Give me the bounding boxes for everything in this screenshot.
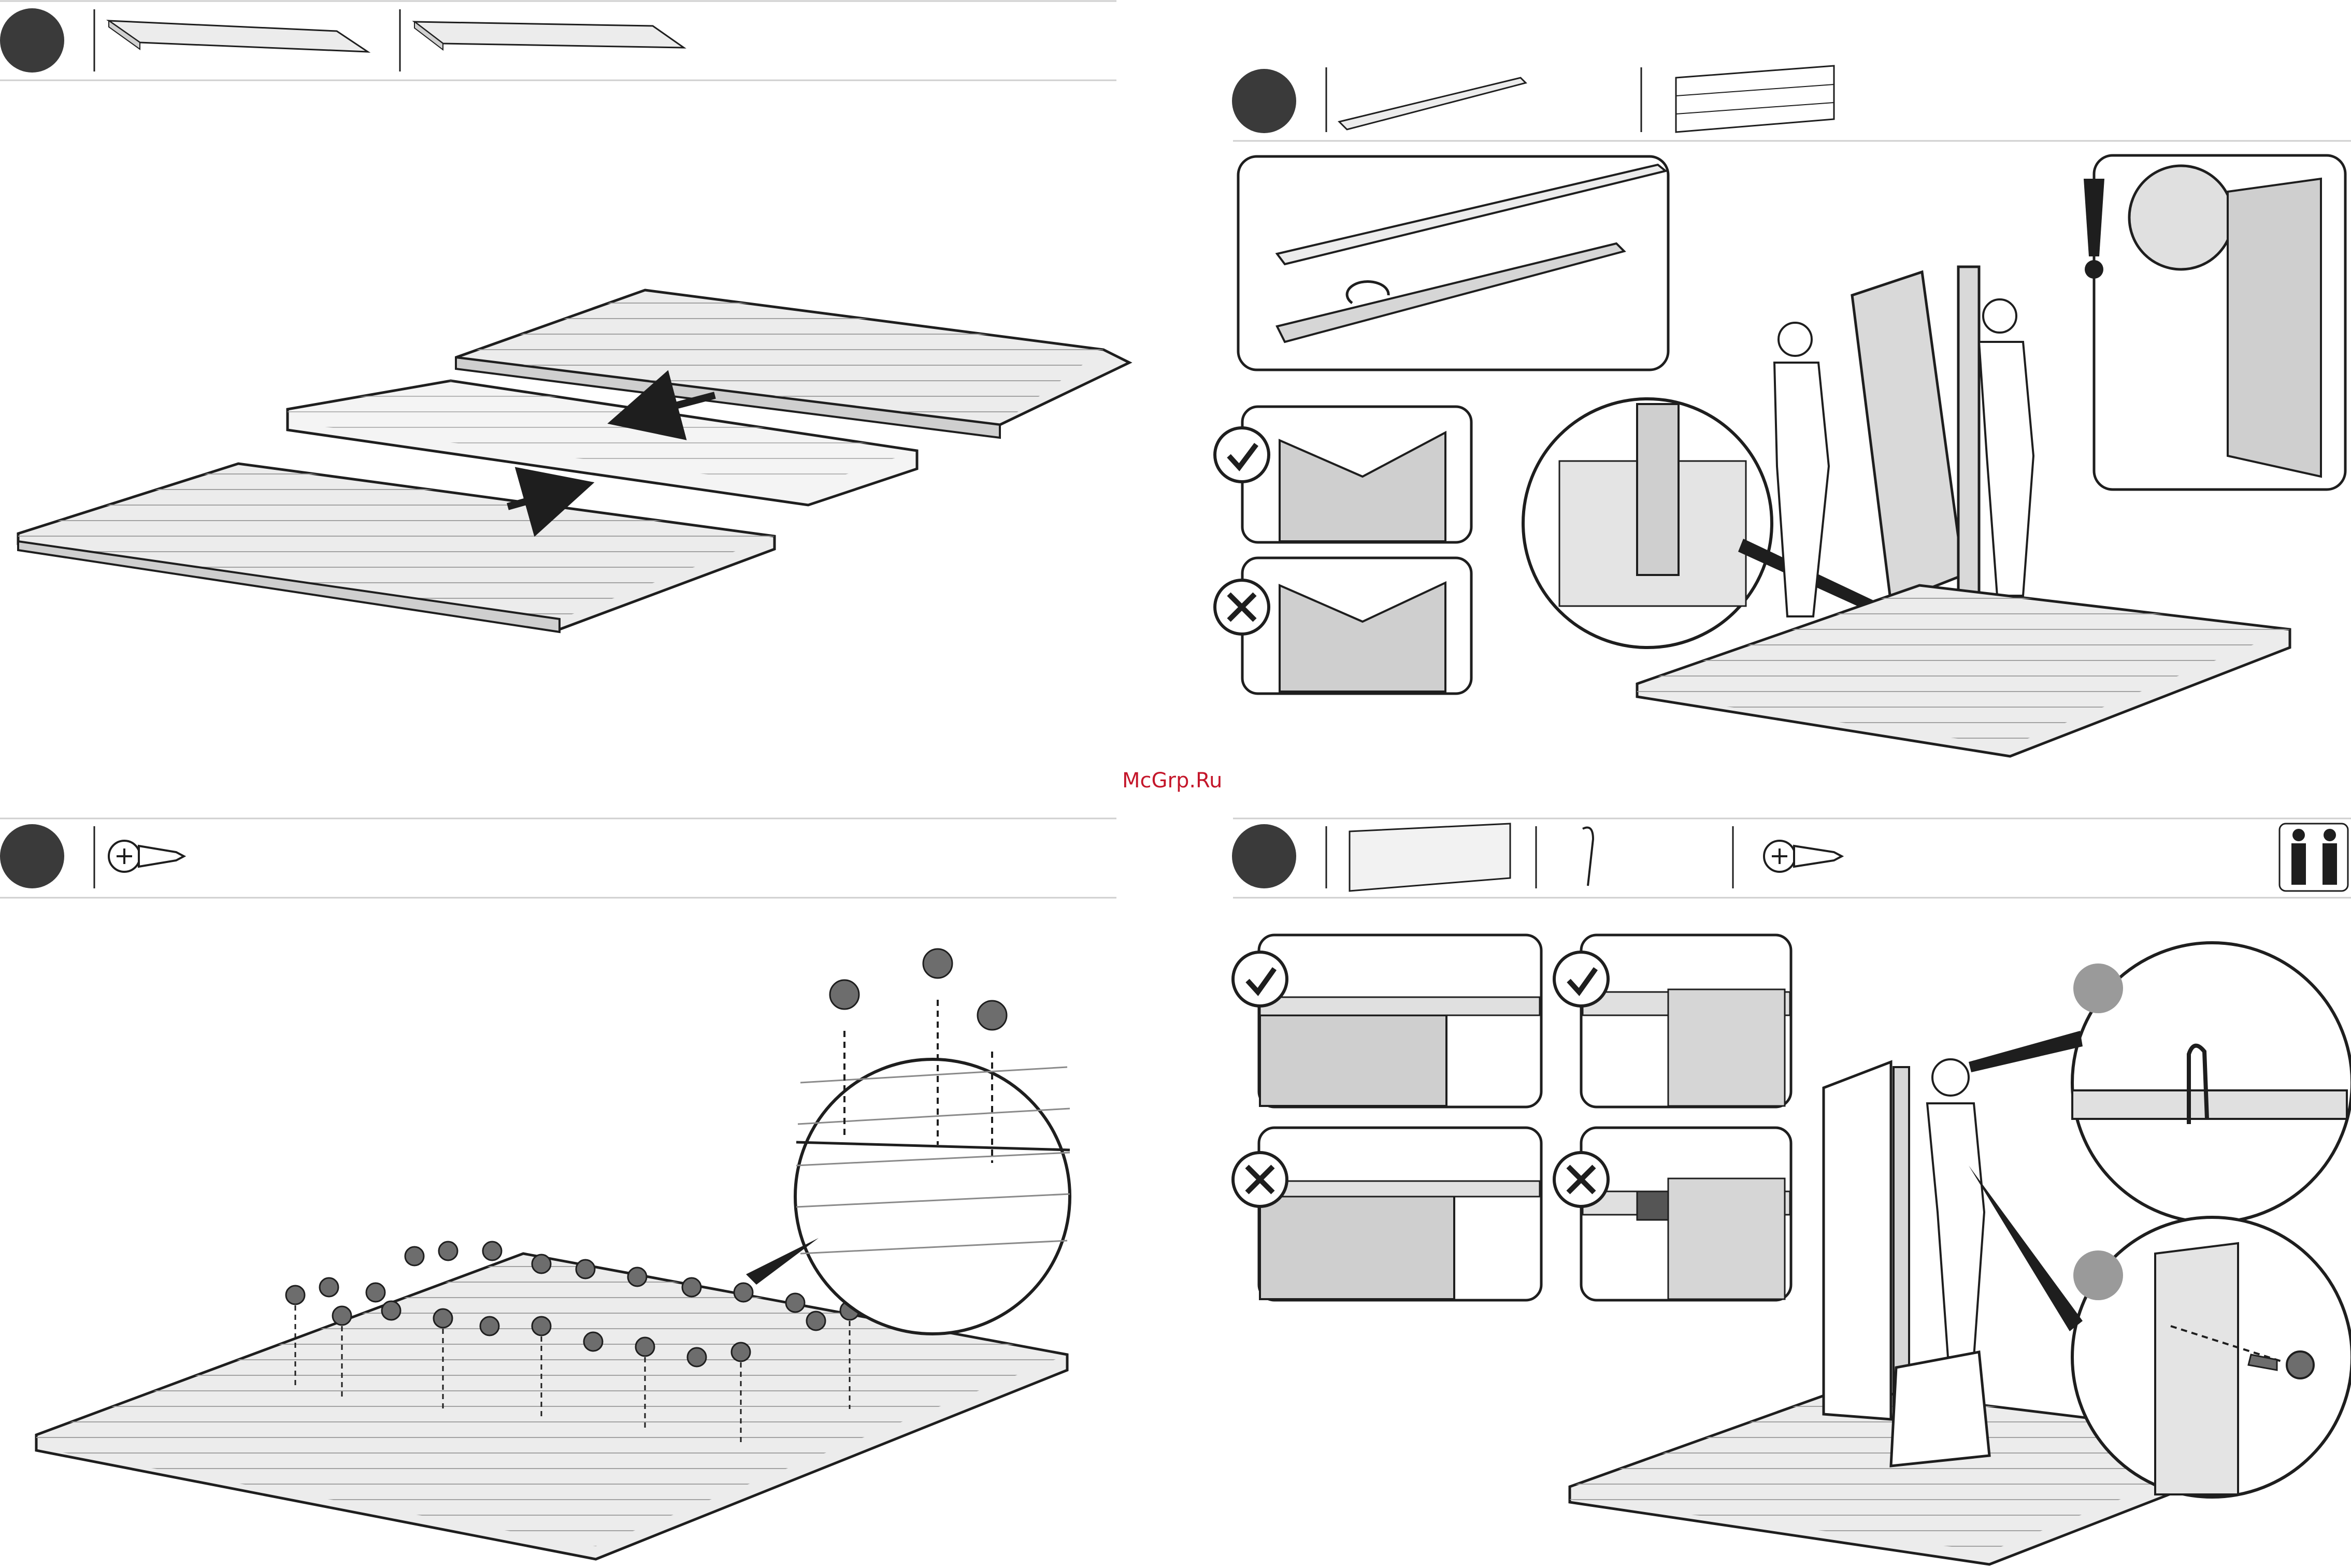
- floor-panel-right-icon: [414, 22, 684, 50]
- floor-panel-front: [18, 464, 775, 632]
- step-number-circle: [0, 8, 64, 73]
- zoom-screws: [830, 949, 1007, 1030]
- correct-check-icon: [1233, 952, 1287, 1006]
- watermark: McGrp.Ru: [1122, 769, 1222, 793]
- step-floor-screws: [0, 818, 1116, 1559]
- correct-check-icon: [1215, 428, 1269, 482]
- step-number-circle: [1232, 69, 1296, 133]
- step-first-wall: [1215, 66, 2351, 756]
- two-persons-icon: [2280, 824, 2348, 891]
- wall-panel-icon: [1676, 66, 1834, 132]
- two-persons-lifting-panel: [1774, 267, 2033, 616]
- screw-icon: [109, 841, 184, 872]
- step-number-circle: [1232, 824, 1296, 888]
- screw-icon: [1764, 841, 1842, 872]
- step-number-circle: [0, 824, 64, 888]
- callout-dot: [2073, 963, 2123, 1013]
- wall-panel-icon: [1350, 824, 1510, 891]
- callout-dot: [2073, 1250, 2123, 1300]
- arrow-down-icon: [642, 395, 715, 414]
- step-stool: [1891, 1352, 1989, 1466]
- step-wall-connection: [1232, 818, 2351, 1564]
- corner-profile-icon: [1339, 78, 1526, 130]
- correct-check-icon: [1554, 952, 1608, 1006]
- clip-icon: [1583, 828, 1593, 886]
- floor-panel-left-icon: [109, 21, 368, 52]
- step-floor-assembly: [0, 1, 1129, 632]
